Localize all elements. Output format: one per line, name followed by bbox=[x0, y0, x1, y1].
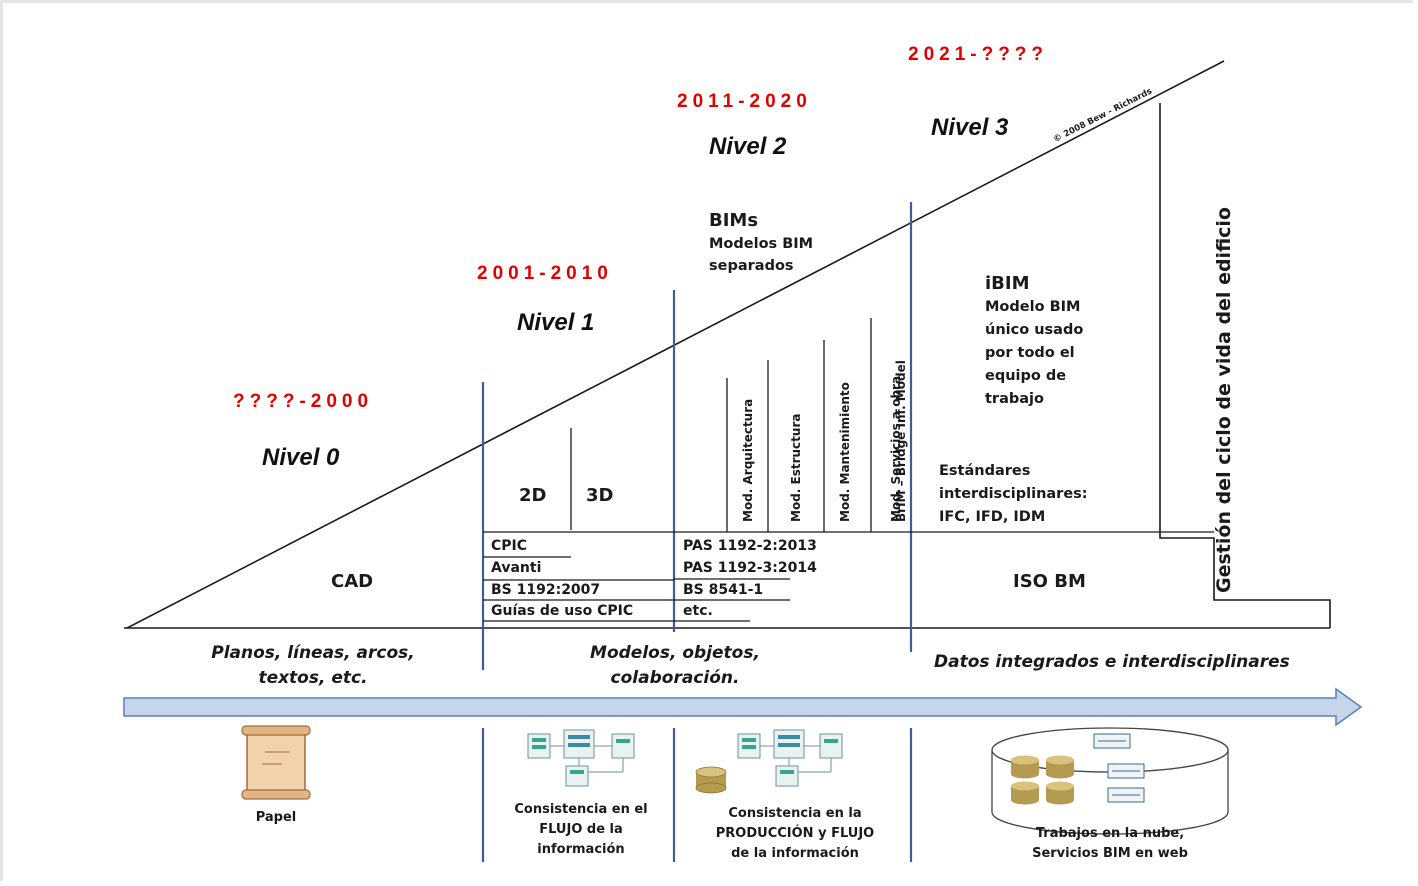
year-nivel-1: 2001-2010 bbox=[477, 263, 613, 284]
caption-produccion-3: de la información bbox=[731, 846, 859, 861]
nivel2-standard-4: etc. bbox=[683, 603, 713, 619]
model-brim: BrIM – Bridge Inf. Model bbox=[894, 360, 908, 522]
estandares-line-2: interdisciplinares: bbox=[939, 486, 1088, 502]
year-nivel-0: ????-2000 bbox=[233, 391, 374, 412]
desc-nivel1-line1: Modelos, objetos, bbox=[590, 643, 760, 663]
bims-subtitle-1: Modelos BIM bbox=[709, 236, 814, 252]
desc-nivel0-line1: Planos, líneas, arcos, bbox=[211, 643, 415, 663]
lifecycle-label: Gestión del ciclo de vida del edificio bbox=[1213, 207, 1235, 593]
maturity-hypotenuse bbox=[126, 60, 1225, 629]
caption-produccion-1: Consistencia en la bbox=[728, 806, 862, 821]
model-mantenimiento: Mod. Mantenimiento bbox=[838, 382, 852, 522]
caption-produccion-2: PRODUCCIÓN y FLUJO bbox=[715, 826, 875, 841]
db-disk-1 bbox=[1011, 755, 1039, 779]
col-3d-label: 3D bbox=[586, 485, 614, 506]
cad-label: CAD bbox=[331, 571, 374, 592]
nivel1-standard-2: Avanti bbox=[491, 560, 542, 576]
db-disk-3 bbox=[1011, 781, 1039, 805]
ibim-desc-5: trabajo bbox=[985, 391, 1044, 407]
caption-nube-1: Trabajos en la nube, bbox=[1035, 826, 1185, 841]
caption-papel: Papel bbox=[255, 810, 297, 825]
nivel1-table-lines bbox=[483, 318, 911, 622]
progress-arrow bbox=[123, 687, 1363, 727]
level-title-3: Nivel 3 bbox=[931, 114, 1009, 141]
server-1 bbox=[1093, 733, 1131, 749]
server-2 bbox=[1107, 763, 1145, 779]
network-diagram-icon-2 bbox=[737, 729, 843, 787]
level-title-2: Nivel 2 bbox=[709, 133, 787, 160]
ibim-desc-3: por todo el bbox=[985, 345, 1075, 361]
level-dividers bbox=[481, 202, 913, 862]
network-diagram-icon-1 bbox=[527, 729, 635, 787]
ibim-desc-4: equipo de bbox=[985, 368, 1067, 384]
bims-subtitle-2: separados bbox=[709, 258, 794, 274]
caption-nube-2: Servicios BIM en web bbox=[1032, 846, 1188, 861]
bims-title: BIMs bbox=[709, 210, 759, 231]
nivel1-standard-3: BS 1192:2007 bbox=[491, 582, 601, 598]
model-estructura: Mod. Estructura bbox=[789, 413, 803, 522]
nivel1-standard-1: CPIC bbox=[491, 538, 528, 554]
nivel1-standard-4: Guías de uso CPIC bbox=[491, 603, 634, 619]
col-2d-label: 2D bbox=[519, 485, 547, 506]
desc-nivel3: Datos integrados e interdisciplinares bbox=[934, 652, 1290, 672]
caption-flujo-1: Consistencia en el bbox=[514, 802, 648, 817]
scroll-icon bbox=[241, 725, 311, 800]
estandares-line-3: IFC, IFD, IDM bbox=[939, 509, 1046, 525]
ibim-desc-1: Modelo BIM bbox=[985, 299, 1081, 315]
model-arquitectura: Mod. Arquitectura bbox=[741, 398, 755, 522]
db-disk-4 bbox=[1046, 781, 1074, 805]
year-nivel-2: 2011-2020 bbox=[677, 91, 812, 112]
nivel3-step-outline bbox=[1159, 103, 1331, 628]
cloud-storage-icon bbox=[991, 727, 1229, 835]
estandares-line-1: Estándares bbox=[939, 463, 1031, 479]
ibim-desc-2: único usado bbox=[985, 322, 1084, 338]
caption-flujo-2: FLUJO de la bbox=[539, 822, 623, 837]
desc-nivel1-line2: colaboración. bbox=[610, 668, 740, 688]
nivel2-standard-3: BS 8541-1 bbox=[683, 582, 764, 598]
level-title-0: Nivel 0 bbox=[262, 444, 340, 471]
year-nivel-3: 2021-???? bbox=[908, 44, 1049, 65]
level-title-1: Nivel 1 bbox=[517, 309, 595, 336]
ibim-title: iBIM bbox=[985, 273, 1030, 294]
database-icon bbox=[695, 766, 727, 794]
db-disk-2 bbox=[1046, 755, 1074, 779]
nivel2-standard-2: PAS 1192-3:2014 bbox=[683, 560, 817, 576]
nivel2-standard-1: PAS 1192-2:2013 bbox=[683, 538, 817, 554]
server-3 bbox=[1107, 787, 1145, 803]
iso-bm-label: ISO BM bbox=[1013, 571, 1086, 592]
caption-flujo-3: información bbox=[537, 842, 625, 857]
desc-nivel0-line2: textos, etc. bbox=[258, 668, 368, 688]
